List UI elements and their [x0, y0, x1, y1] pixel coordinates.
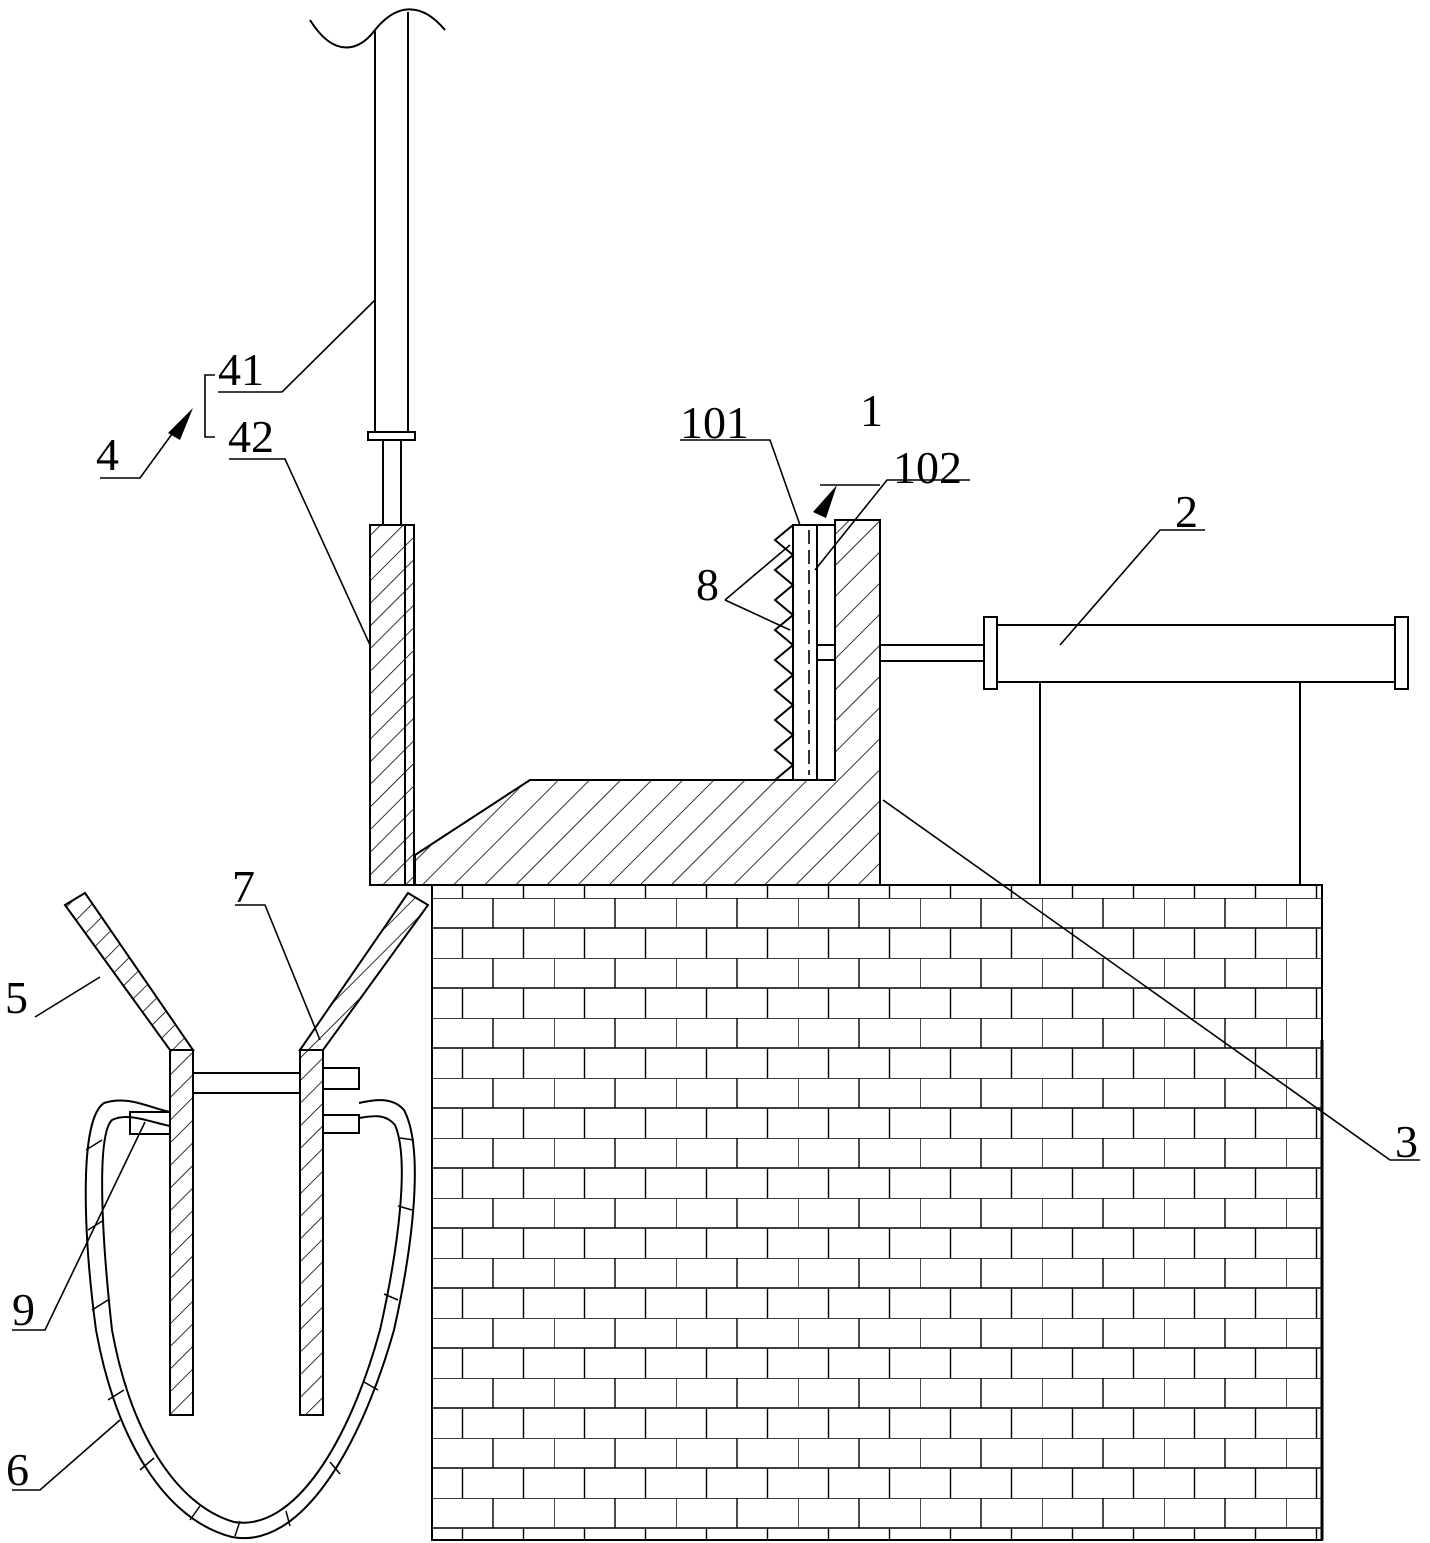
reference-labels: 41 42 4 101 1 102 2 8 3 5 7 9 6: [5, 344, 1418, 1495]
label-6: 6: [6, 1444, 29, 1495]
label-5: 5: [5, 972, 28, 1023]
arrowheads: [168, 408, 837, 518]
label-101: 101: [680, 397, 749, 448]
label-1: 1: [860, 385, 883, 436]
clamp-1: [772, 524, 836, 781]
brick-base: [431, 884, 1324, 1541]
cylinder-2: [879, 616, 1409, 885]
label-4: 4: [96, 429, 119, 480]
label-42: 42: [228, 411, 274, 462]
label-41: 41: [218, 344, 264, 395]
label-8: 8: [696, 559, 719, 610]
label-9: 9: [12, 1284, 35, 1335]
label-7: 7: [232, 861, 255, 912]
label-2: 2: [1175, 486, 1198, 537]
label-102: 102: [893, 442, 962, 493]
bag-6: [84, 1099, 416, 1540]
label-3: 3: [1395, 1116, 1418, 1167]
press-rod-4: [309, 8, 446, 886]
teeth-8: [772, 524, 795, 781]
base-plate-3: [414, 519, 881, 886]
clip-7: [322, 1067, 360, 1134]
leader-lines: [12, 299, 1420, 1491]
clip-9: [129, 1111, 171, 1135]
funnel-5: [63, 891, 430, 1416]
